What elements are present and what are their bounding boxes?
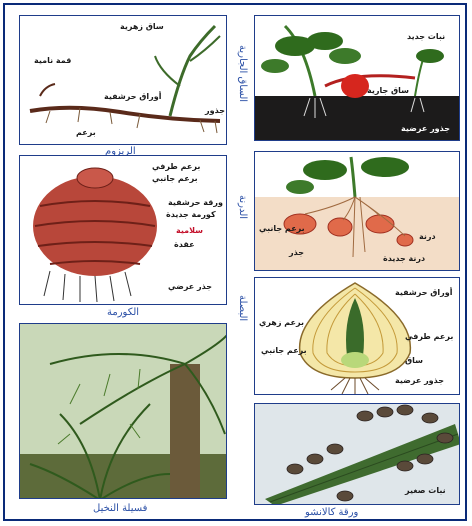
rhizome-label: أوراق حرشفية bbox=[104, 92, 161, 101]
corm-panel: برعم طرفي برعم جانبي ورقة حرشفية كورمة ج… bbox=[19, 155, 227, 305]
tuber-label: درنة جديدة bbox=[383, 254, 425, 263]
bulb-caption: البصلة bbox=[237, 295, 248, 321]
bulb-panel: أوراق حرشفية برعم زهري برعم طرفي برعم جا… bbox=[254, 277, 460, 395]
bulb-label: أوراق حرشفية bbox=[395, 288, 452, 297]
corm-label: كورمة جديدة bbox=[166, 210, 216, 219]
tuber-label: درنة bbox=[419, 232, 436, 241]
runner-label: نبات جديد bbox=[407, 32, 445, 41]
runner-label: ساق جارية bbox=[367, 86, 409, 95]
corm-label: برعم جانبي bbox=[152, 174, 198, 183]
bulb-label: ساق bbox=[405, 356, 423, 365]
rhizome-illustration bbox=[20, 16, 227, 145]
corm-label: سلامية bbox=[176, 226, 203, 235]
tuber-panel: برعم جانبي جذر درنة درنة جديدة bbox=[254, 151, 460, 271]
runner-panel: نبات جديد ساق جارية جذور عرضية bbox=[254, 15, 460, 141]
bulb-label: برعم جانبي bbox=[261, 346, 307, 355]
tuber-label: جذر bbox=[289, 248, 304, 257]
rhizome-label: ساق زهرية bbox=[120, 22, 164, 31]
kalanchoe-panel: نبات صغير bbox=[254, 403, 460, 505]
tuber-caption: الدرنة bbox=[237, 195, 248, 219]
palm-caption: فسيلة النخيل bbox=[93, 503, 147, 514]
tuber-illustration bbox=[255, 152, 460, 271]
kalanchoe-caption: ورقة كالانشو bbox=[305, 507, 358, 518]
figure-frame: ساق زهرية قمة نامية أوراق حرشفية جذور بر… bbox=[3, 3, 467, 521]
bulb-label: برعم طرفي bbox=[405, 332, 453, 341]
palm-illustration bbox=[20, 324, 227, 499]
corm-label: جذر عرضي bbox=[168, 282, 212, 291]
corm-label: ورقة حرشفية bbox=[168, 198, 223, 207]
bulb-label: برعم زهري bbox=[259, 318, 304, 327]
corm-label: عقدة bbox=[174, 240, 195, 249]
palm-panel bbox=[19, 323, 227, 499]
runner-label: جذور عرضية bbox=[401, 124, 450, 133]
runner-caption: الساق الجارية bbox=[237, 45, 248, 102]
rhizome-label: جذور bbox=[205, 106, 225, 115]
rhizome-label: برعم bbox=[76, 128, 96, 137]
corm-caption: الكورمة bbox=[107, 307, 139, 318]
bulb-label: جذور عرضية bbox=[395, 376, 444, 385]
corm-label: برعم طرفي bbox=[152, 162, 200, 171]
kalanchoe-label: نبات صغير bbox=[405, 486, 446, 495]
tuber-label: برعم جانبي bbox=[259, 224, 305, 233]
rhizome-panel: ساق زهرية قمة نامية أوراق حرشفية جذور بر… bbox=[19, 15, 227, 145]
rhizome-label: قمة نامية bbox=[34, 56, 71, 65]
